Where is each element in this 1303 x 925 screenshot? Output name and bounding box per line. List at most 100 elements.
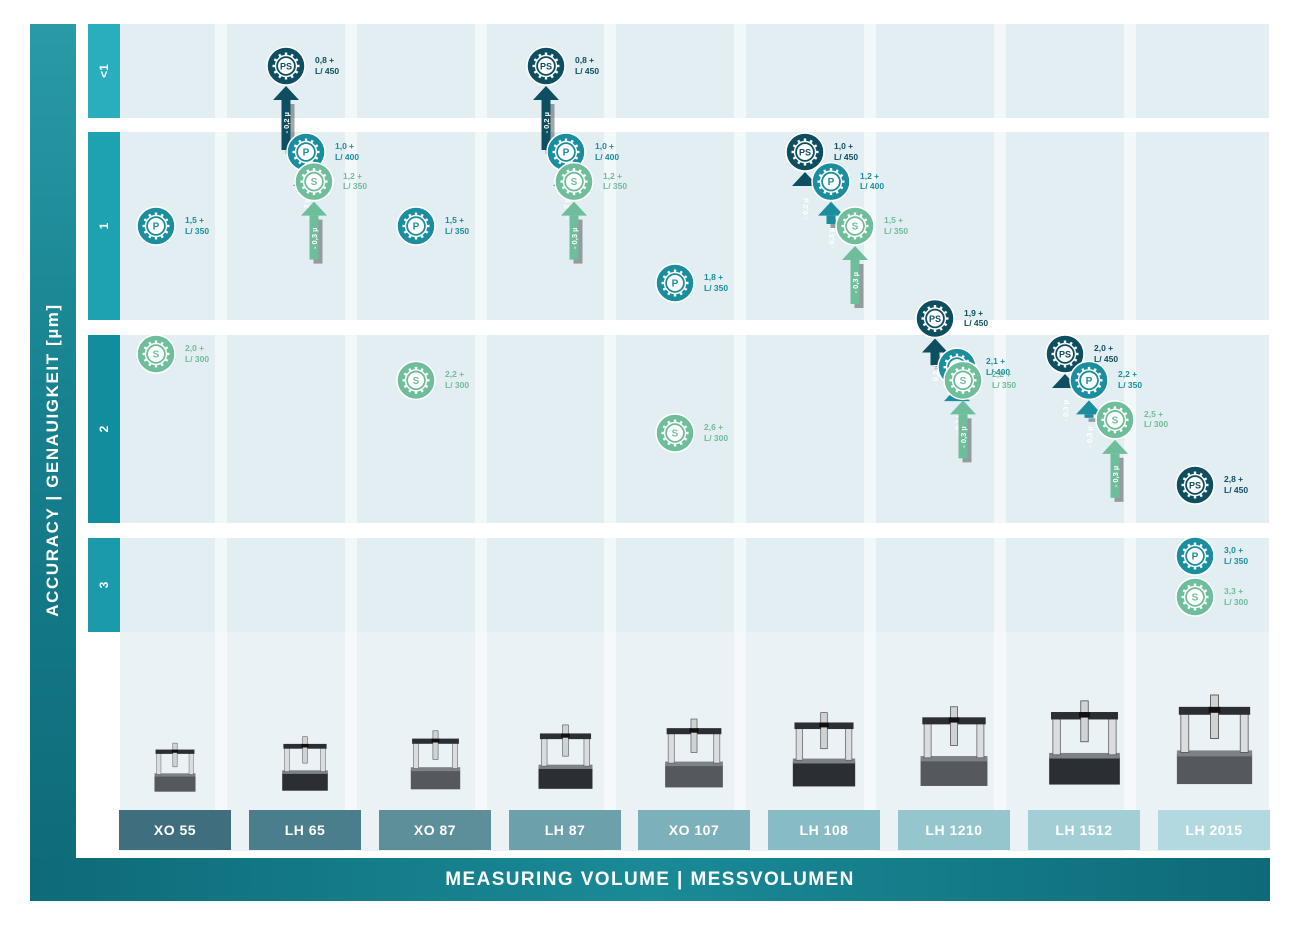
column-separator <box>994 24 1006 851</box>
badge-value-text: 1,0 +L/ 450 <box>834 141 859 162</box>
badge-s-icon: S <box>294 161 334 202</box>
badge-value-text: 2,0 +L/ 450 <box>1094 343 1119 364</box>
badge-value-text: 2,5 +L/ 300 <box>1144 408 1169 430</box>
arrow-label: - 0,3 µ <box>827 228 836 249</box>
badge-value-text: 0,8 +L/ 450 <box>315 55 340 76</box>
svg-text:PS: PS <box>1189 481 1201 491</box>
badge-value-text: 1,5 +L/ 350 <box>884 215 909 236</box>
model-label: XO 107 <box>638 810 750 850</box>
model-label: XO 55 <box>119 810 231 850</box>
improvement-arrow: - 0,3 µ <box>818 201 844 249</box>
svg-text:P: P <box>563 148 570 159</box>
arrow-label: - 0,3 µ <box>570 228 579 249</box>
badge-value-text: 1,0 +L/ 400 <box>595 141 620 162</box>
column-separator <box>604 24 616 851</box>
badge-s-icon: S <box>943 360 983 401</box>
cmm-machine-image <box>665 718 723 788</box>
arrow-label: - 0,2 µ <box>542 112 551 133</box>
svg-text:PS: PS <box>799 148 811 158</box>
svg-text:P: P <box>1192 552 1199 563</box>
badge-value-text: 1,2 +L/ 350 <box>343 170 368 192</box>
arrow-label: - 0,3 µ <box>1085 426 1094 447</box>
band-3 <box>120 538 1269 632</box>
badge-p-icon: P <box>811 161 851 202</box>
cmm-machine-image <box>282 736 328 791</box>
svg-text:S: S <box>960 376 967 387</box>
badge-value-text: 2,1 +L/ 400 <box>986 356 1011 377</box>
arrow-label: - 0,2 µ <box>801 198 810 219</box>
badge-s-icon: S <box>655 413 695 453</box>
badge-p-icon: P <box>396 206 436 246</box>
badge-s-icon: S <box>396 360 436 401</box>
badge-value-text: 2,8 +L/ 450 <box>1224 474 1249 495</box>
improvement-arrow: - 0,3 µ <box>1102 439 1128 502</box>
cmm-machine-image <box>1048 700 1120 785</box>
arrow-label: - 0,1 µ <box>953 413 962 434</box>
improvement-arrow: - 0,2 µ <box>273 86 299 154</box>
badge-ps-icon: PS <box>1175 465 1215 505</box>
badge-s-icon: S <box>136 334 176 374</box>
badge-ps-icon: PS <box>785 132 825 172</box>
badge-s-icon: S <box>835 206 875 246</box>
badge-ps-icon: PS <box>526 46 566 86</box>
badge-value-text: 1,9 +L/ 450 <box>964 307 989 329</box>
row-tab-3: 3 <box>88 538 120 632</box>
row-tab-lt1: <1 <box>88 24 120 118</box>
model-label: LH 108 <box>768 810 880 850</box>
badge-value-text: 3,0 +L/ 350 <box>1224 545 1249 566</box>
improvement-arrow: - 0,3 µ <box>950 400 976 463</box>
svg-text:P: P <box>153 222 160 233</box>
model-label: LH 1512 <box>1028 810 1140 850</box>
column-separator <box>475 24 487 851</box>
arrow-label: - 0,3 µ <box>1061 400 1070 421</box>
improvement-arrow: - 0,2 µ <box>533 86 559 154</box>
svg-text:PS: PS <box>929 314 941 324</box>
cmm-machine-image <box>410 730 460 790</box>
model-label: LH 65 <box>249 810 361 850</box>
cmm-machine-image <box>154 742 196 792</box>
svg-text:P: P <box>413 222 420 233</box>
arrow-label: - 0,2 µ <box>931 365 940 386</box>
badge-ps-icon: PS <box>915 298 955 339</box>
arrow-label: - 0,2 µ <box>282 112 291 133</box>
arrow-label: - 0,3 µ <box>959 426 968 447</box>
svg-text:S: S <box>1192 593 1199 604</box>
x-axis-frame <box>30 858 1270 901</box>
badge-value-text: 3,3 +L/ 300 <box>1224 586 1249 607</box>
svg-text:S: S <box>852 222 859 233</box>
svg-text:PS: PS <box>1059 350 1071 360</box>
svg-text:PS: PS <box>540 62 552 72</box>
row-tab-2: 2 <box>88 335 120 523</box>
model-label: LH 1210 <box>898 810 1010 850</box>
improvement-arrow: - 0,3 µ <box>842 246 868 308</box>
svg-text:P: P <box>672 279 679 290</box>
badge-value-text: 2,2 +L/ 350 <box>992 369 1017 390</box>
svg-text:P: P <box>828 177 835 188</box>
cmm-machine-image <box>920 706 988 786</box>
badge-p-icon: P <box>1175 536 1215 576</box>
svg-text:P: P <box>1086 376 1093 387</box>
badge-s-icon: S <box>554 161 594 202</box>
x-axis-title: MEASURING VOLUME | MESSVOLUMEN <box>445 869 855 890</box>
svg-text:S: S <box>1112 415 1119 426</box>
cmm-machine-image <box>538 724 592 789</box>
badge-value-text: 2,2 +L/ 350 <box>1118 369 1143 390</box>
column-separator <box>345 24 357 851</box>
row-tab-1: 1 <box>88 132 120 320</box>
arrow-label: - 0,2 µ <box>562 198 571 219</box>
badge-p-icon: P <box>1069 360 1109 401</box>
svg-text:S: S <box>571 177 578 188</box>
badge-s-icon: S <box>1095 400 1135 440</box>
svg-text:P: P <box>303 148 310 159</box>
band-lt1 <box>120 24 1269 118</box>
svg-text:S: S <box>311 177 318 188</box>
svg-text:PS: PS <box>280 62 292 72</box>
badge-value-text: 1,0 +L/ 400 <box>335 141 360 162</box>
arrow-label: - 0,3 µ <box>310 228 319 249</box>
arrow-label: - 0,2 µ <box>302 198 311 219</box>
svg-text:S: S <box>413 376 420 387</box>
column-separator <box>734 24 746 851</box>
svg-text:S: S <box>672 429 679 440</box>
improvement-arrow: - 0,3 µ <box>1076 400 1102 448</box>
